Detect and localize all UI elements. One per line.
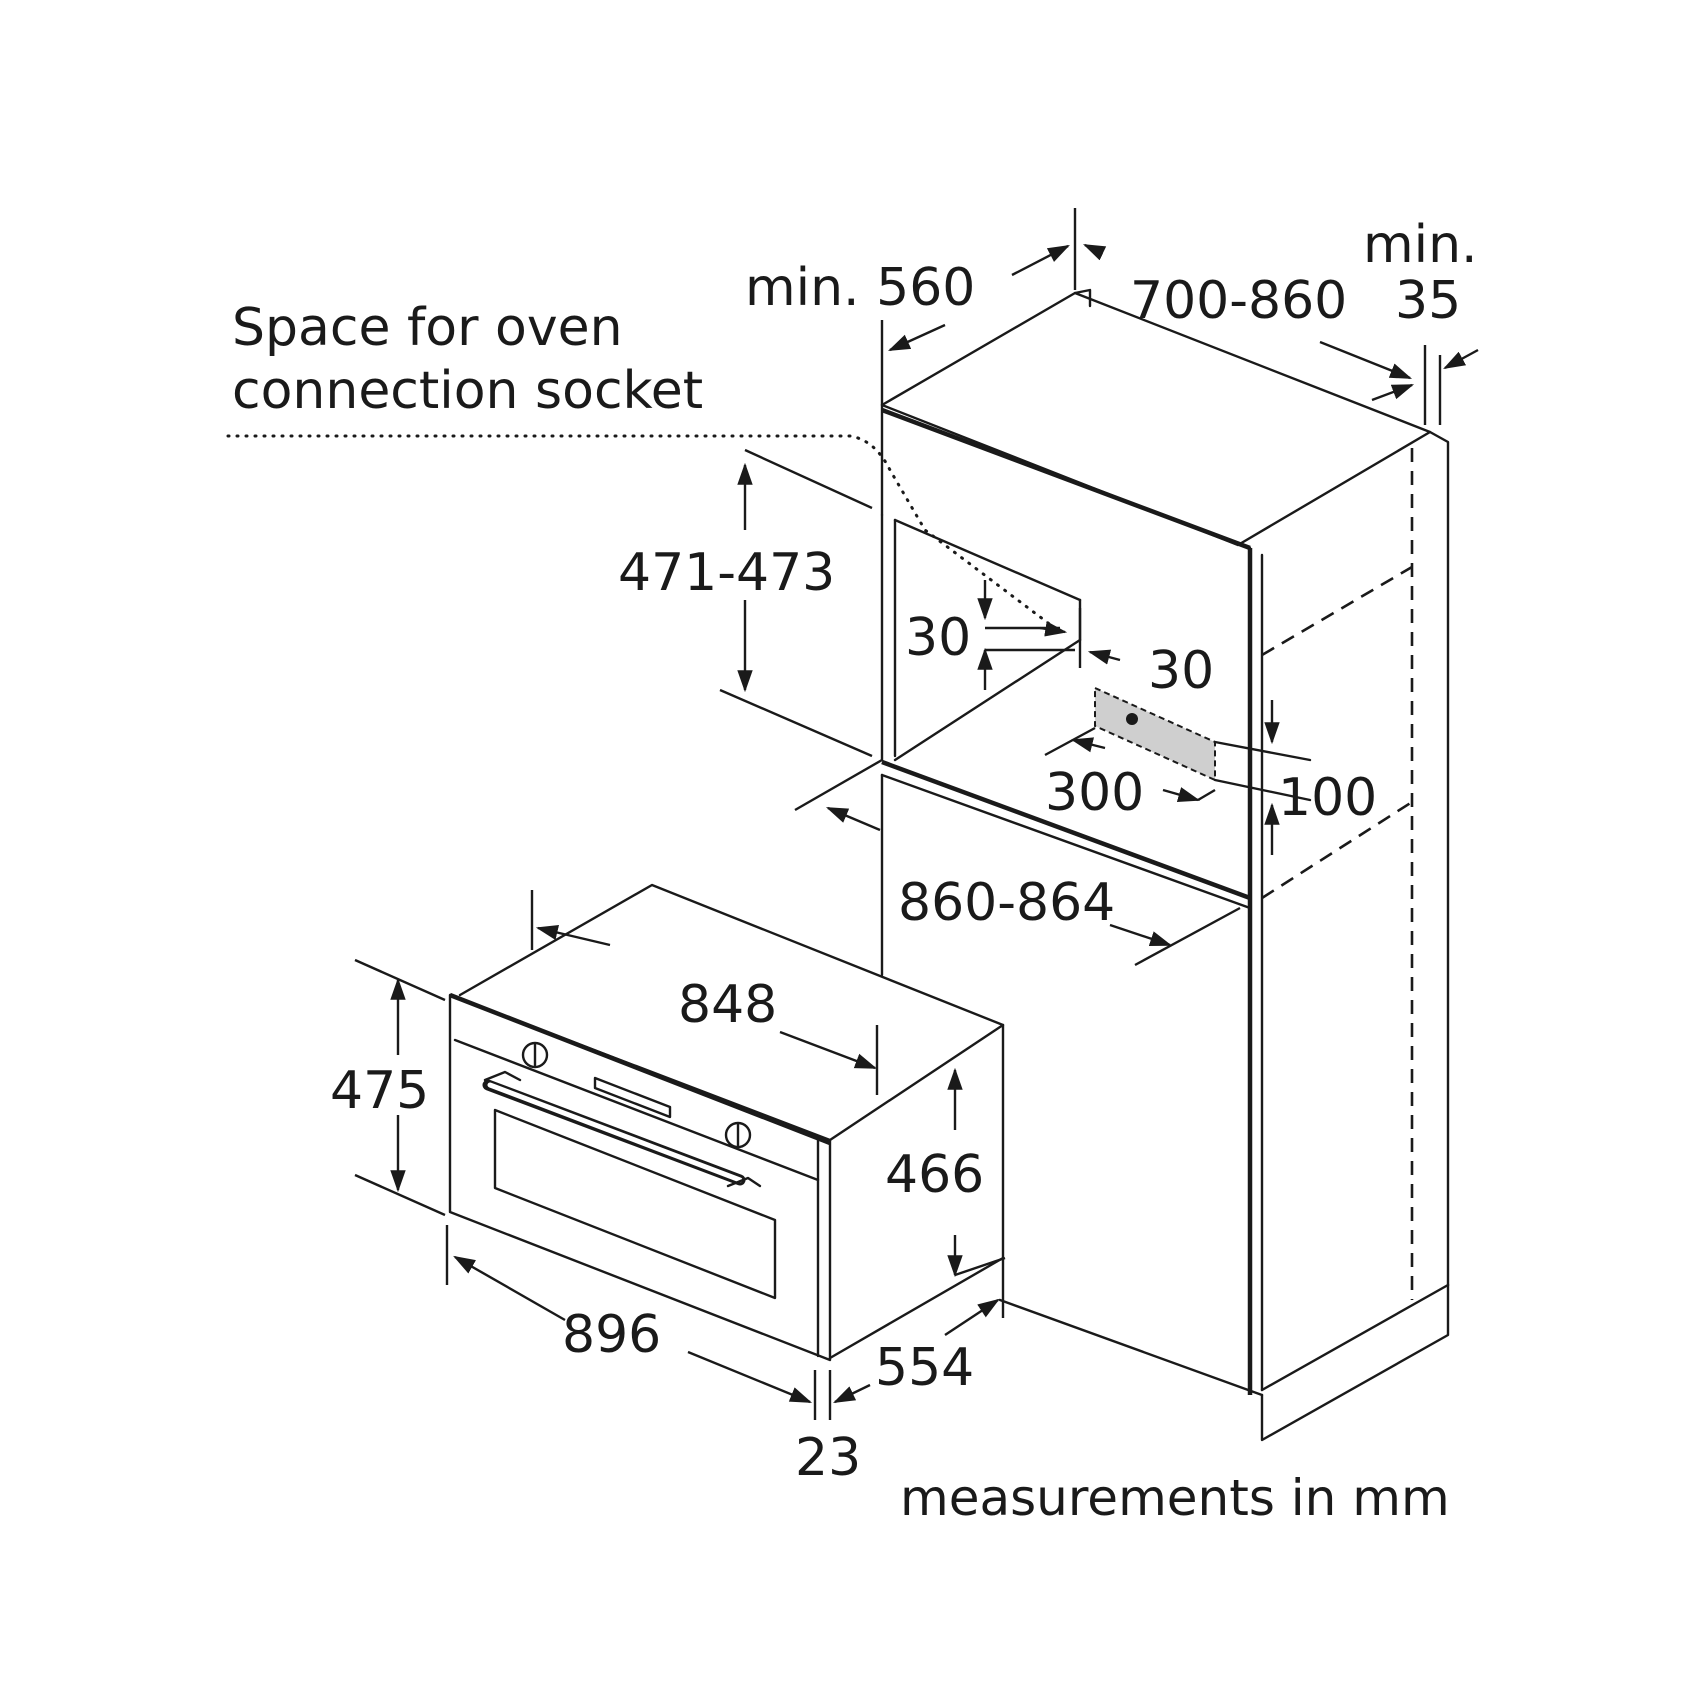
tall-cabinet [880, 288, 1450, 1442]
oven [448, 883, 1005, 1362]
dim-oven-body-height: 466 [885, 1145, 984, 1205]
dim-gap-min-value: 35 [1395, 271, 1461, 331]
dim-oven-front-width: 896 [562, 1305, 661, 1365]
dim-oven-body-width: 848 [678, 975, 777, 1035]
dimension-lines [354, 208, 1479, 1420]
dim-oven-front-height: 475 [330, 1061, 429, 1121]
socket-space [1094, 686, 1312, 802]
dim-depth-min: min. 560 [745, 258, 975, 318]
units-note: measurements in mm [900, 1469, 1450, 1527]
socket-label-line2: connection socket [232, 361, 703, 421]
socket-leader [226, 434, 1062, 634]
dim-socket-height: 100 [1278, 768, 1377, 828]
dim-front-thickness: 23 [795, 1428, 861, 1488]
dim-niche-width: 860-864 [898, 873, 1115, 933]
dim-oven-depth: 554 [875, 1338, 974, 1398]
dim-niche-height: 471-473 [618, 543, 835, 603]
dim-gap-min-label: min. [1363, 215, 1478, 275]
dim-offset-vertical: 30 [905, 608, 971, 668]
dim-socket-width: 300 [1045, 763, 1144, 823]
dim-offset-horizontal: 30 [1148, 641, 1214, 701]
dim-height-range: 700-860 [1130, 271, 1347, 331]
socket-label-line1: Space for oven [232, 298, 623, 358]
